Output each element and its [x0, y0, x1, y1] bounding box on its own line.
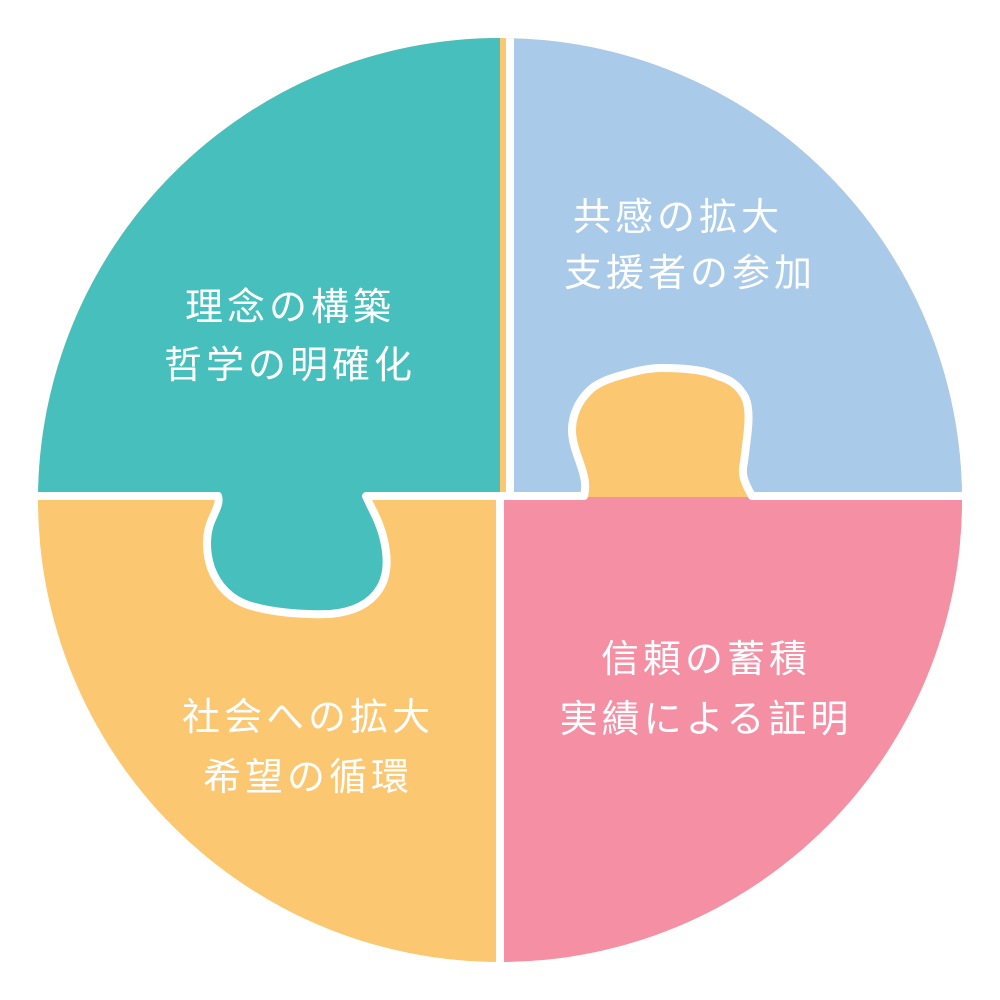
- label-bottom-left-line1: 社会への拡大: [182, 695, 434, 739]
- label-top-right-line2: 支援者の参加: [564, 251, 816, 295]
- piece-bottom-right: [500, 497, 962, 962]
- label-top-right-line1: 共感の拡大: [573, 195, 783, 239]
- label-bottom-left-line2: 希望の循環: [203, 755, 413, 799]
- label-top-left-line1: 理念の構築: [185, 285, 395, 329]
- label-bottom-right-line2: 実績による証明: [560, 697, 853, 741]
- label-bottom-right-line1: 信頼の蓄積: [601, 637, 811, 681]
- label-top-left-line2: 哲学の明確化: [164, 343, 416, 387]
